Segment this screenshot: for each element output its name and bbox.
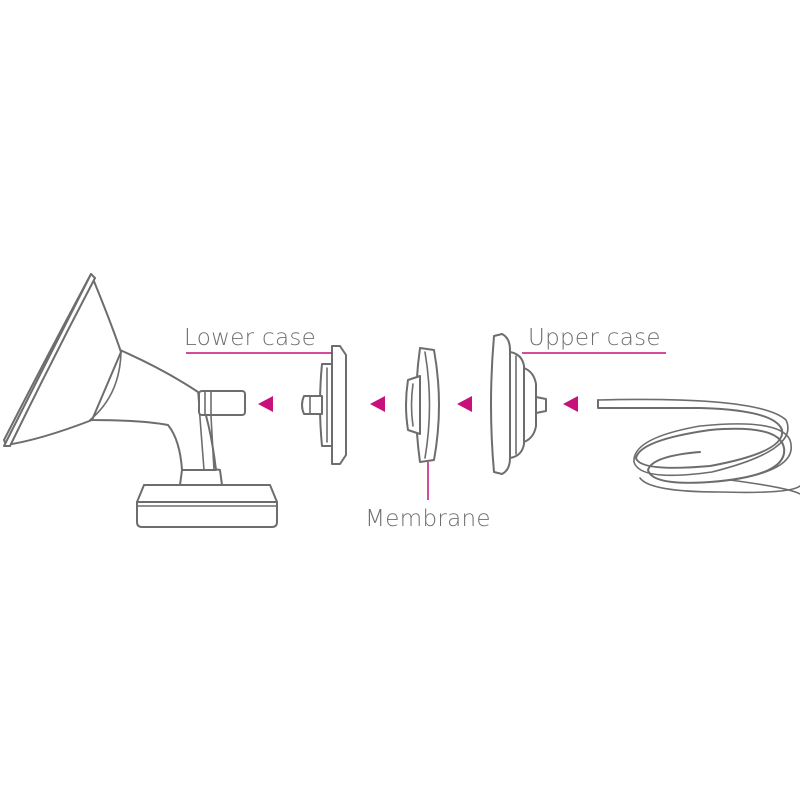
upper-case-callout: Upper case (522, 325, 666, 354)
membrane-part (405, 347, 440, 463)
lower-case-part (301, 345, 347, 465)
shield-base (136, 467, 278, 528)
tubing-part (597, 398, 800, 495)
upper-case-label: Upper case (528, 325, 661, 351)
assembly-arrows (258, 396, 578, 412)
shield-connector (198, 390, 246, 416)
assembly-arrow-left-icon (457, 396, 472, 412)
upper-case-part (490, 333, 547, 475)
membrane-label: Membrane (365, 506, 491, 532)
shield-funnel (3, 273, 122, 447)
assembly-arrow-left-icon (563, 396, 578, 412)
breast-shield (3, 273, 278, 528)
lower-case-label: Lower case (184, 325, 316, 351)
membrane-callout: Membrane (365, 462, 491, 532)
assembly-arrow-left-icon (258, 396, 273, 412)
assembly-arrow-left-icon (370, 396, 385, 412)
lower-case-callout: Lower case (184, 325, 332, 354)
